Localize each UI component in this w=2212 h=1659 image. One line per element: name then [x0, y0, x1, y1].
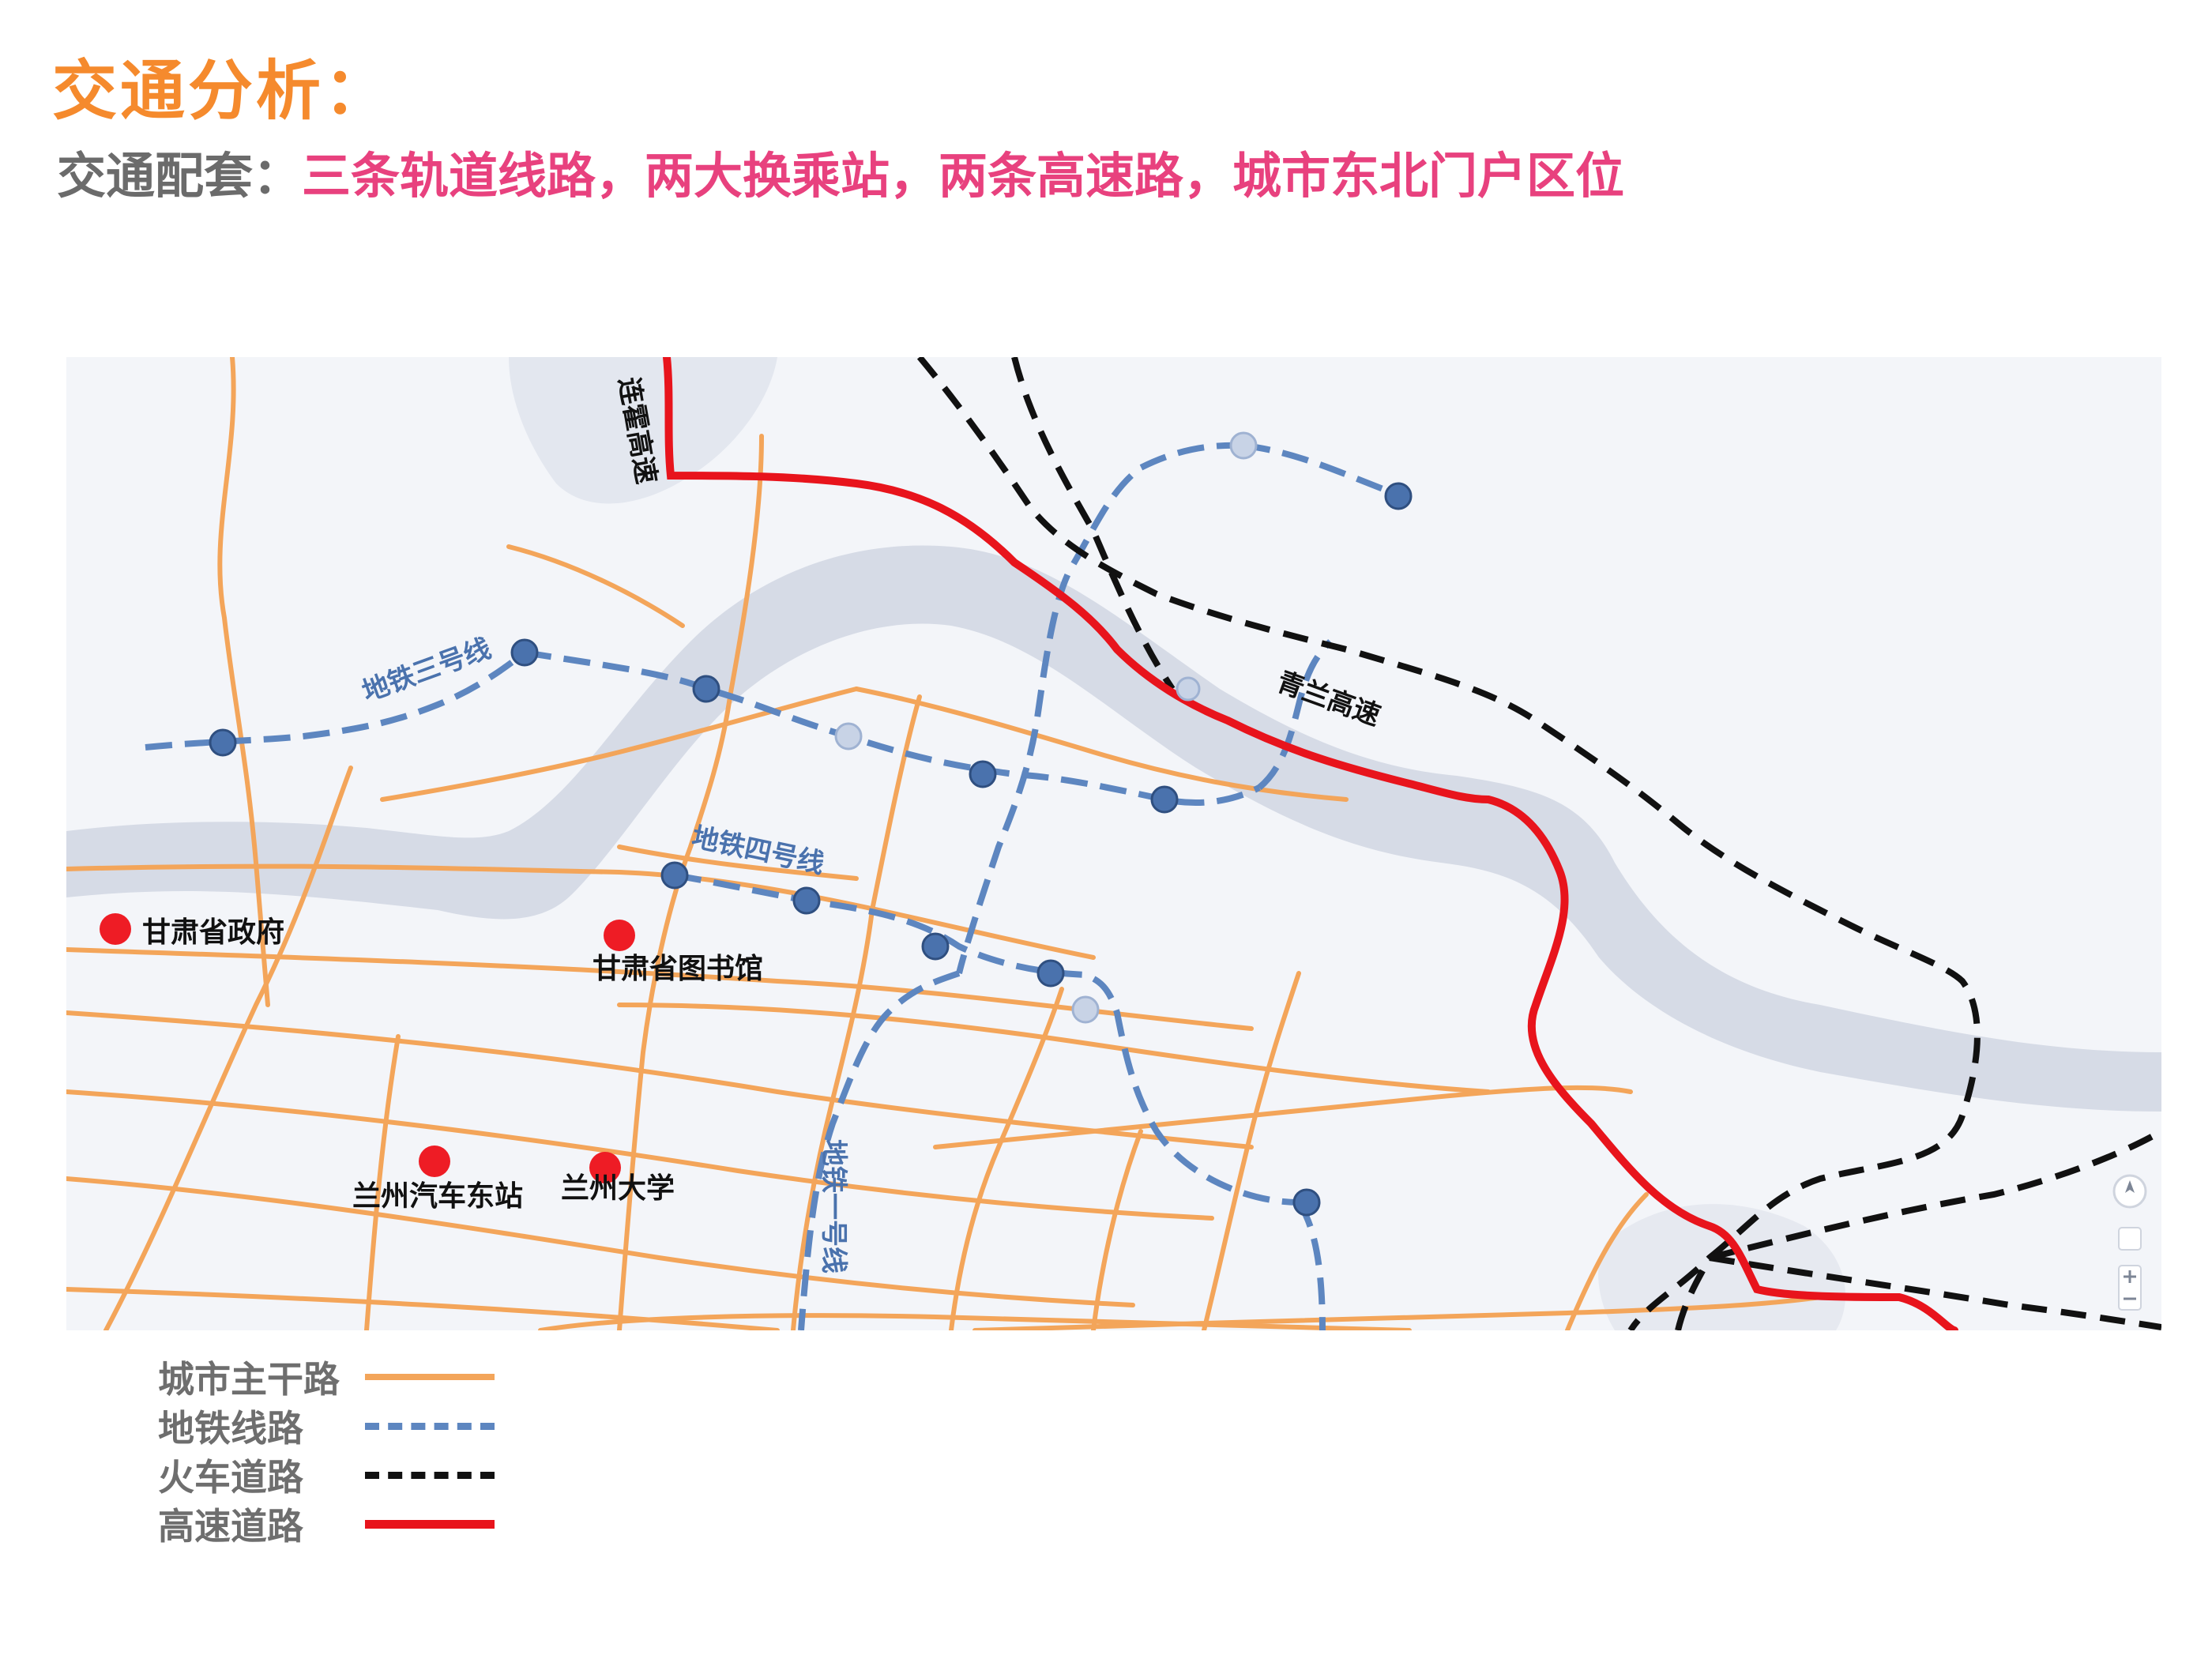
railways: [916, 357, 2161, 1330]
poi-markers: [100, 913, 635, 1183]
legend-item-metro: 地铁线路: [158, 1401, 495, 1450]
locate-icon[interactable]: [2118, 1227, 2142, 1251]
page-subtitle: 交通配套：三条轨道线路，两大换乘站，两条高速路，城市东北门户区位: [57, 136, 1624, 207]
arterial-roads: [66, 357, 1823, 1330]
legend-label: 地铁线路: [158, 1407, 303, 1450]
legend-swatch-rail: [365, 1471, 495, 1479]
legend-swatch-metro: [365, 1422, 495, 1430]
map-canvas: 甘肃省政府 甘肃省图书馆 兰州汽车东站 兰州大学 地铁三号线 地铁四号线 地铁一…: [66, 357, 2161, 1330]
legend-item-road: 城市主干路: [158, 1352, 495, 1401]
poi-label-east-bus-station: 兰州汽车东站: [352, 1180, 523, 1213]
legend-swatch-highway: [365, 1519, 495, 1529]
legend-label: 城市主干路: [158, 1358, 340, 1401]
traffic-map[interactable]: 甘肃省政府 甘肃省图书馆 兰州汽车东站 兰州大学 地铁三号线 地铁四号线 地铁一…: [66, 357, 2161, 1330]
legend-item-rail: 火车道路: [158, 1450, 495, 1499]
poi-label-lanzhou-university: 兰州大学: [561, 1172, 675, 1205]
label-metro-line-1: 地铁一号线: [818, 1139, 849, 1273]
poi-label-provincial-government: 甘肃省政府: [142, 916, 284, 949]
map-legend: 城市主干路 地铁线路 火车道路 高速道路: [158, 1352, 495, 1548]
compass-needle-icon: [2125, 1180, 2135, 1193]
legend-swatch-road: [365, 1374, 495, 1380]
map-controls[interactable]: [2112, 1174, 2147, 1311]
legend-label: 火车道路: [158, 1456, 303, 1499]
zoom-in-icon[interactable]: [2124, 1270, 2136, 1283]
poi-label-provincial-library: 甘肃省图书馆: [592, 953, 763, 985]
metro-line-1: [798, 442, 1395, 1330]
river: [66, 545, 2161, 1112]
legend-item-highway: 高速道路: [158, 1499, 495, 1548]
subtitle-lead: 交通配套：: [57, 147, 303, 205]
subtitle-highlight: 三条轨道线路，两大换乘站，两条高速路，城市东北门户区位: [302, 147, 1625, 205]
compass-icon[interactable]: [2112, 1174, 2147, 1209]
metro-stations-faded: [834, 431, 1258, 1024]
highways: [663, 357, 1958, 1330]
metro-stations: [209, 482, 1413, 1217]
legend-label: 高速道路: [158, 1505, 303, 1548]
hill-area: [509, 357, 777, 504]
page-title: 交通分析：: [52, 54, 393, 129]
